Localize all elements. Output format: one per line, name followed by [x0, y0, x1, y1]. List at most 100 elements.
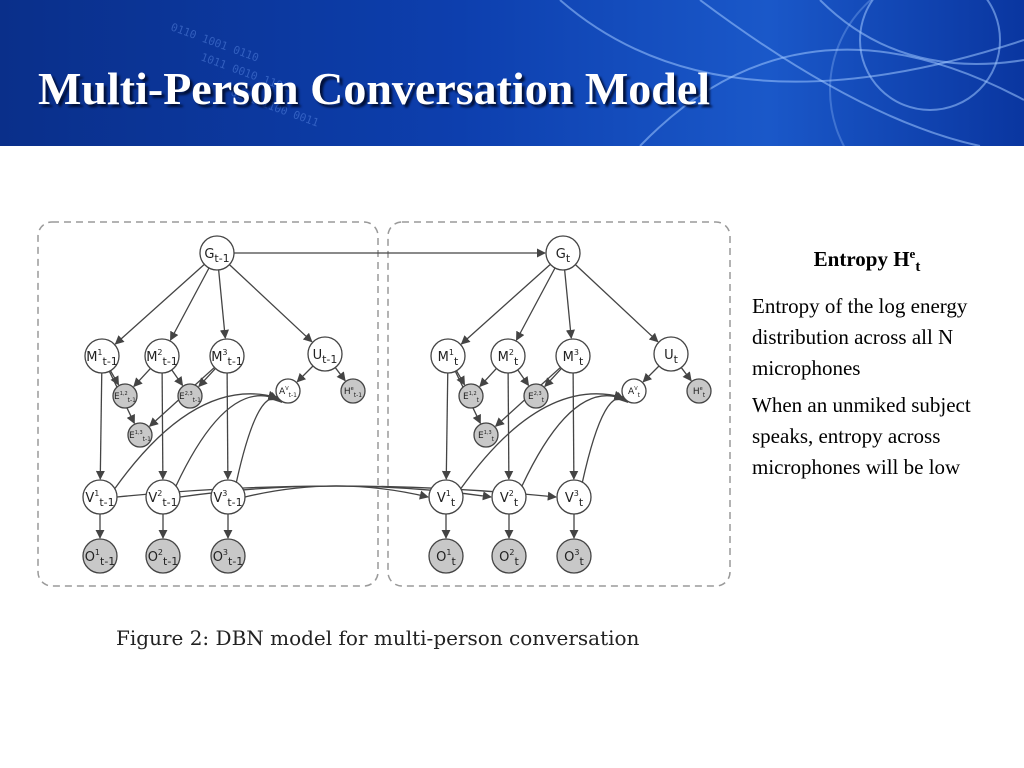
- header-arc: [699, 0, 981, 146]
- header-decoration: 0110 1001 0110 1011 0010 1101 0101 1100 …: [169, 0, 1024, 146]
- node-label: V1t-1: [85, 489, 114, 509]
- node-circle: [428, 479, 464, 515]
- edge: [642, 365, 660, 383]
- node-prev-e12: E1,2t-1: [112, 383, 138, 409]
- node-label: Het: [693, 386, 706, 399]
- node-prev-v1: V1t-1: [82, 479, 118, 515]
- node-curr-e12: E1,2t: [458, 383, 484, 409]
- node-label: V2t-1: [148, 489, 177, 509]
- node-label: O1t-1: [85, 548, 116, 568]
- edge: [569, 372, 579, 480]
- node-label: M2t: [498, 348, 519, 368]
- node-circle: [199, 235, 235, 271]
- edge: [217, 269, 229, 339]
- time-slice-box-prev: [37, 221, 379, 587]
- node-label: E2,3t-1: [179, 391, 201, 404]
- edge: [460, 390, 624, 490]
- edge: [334, 367, 346, 382]
- edge: [515, 267, 556, 341]
- slide-title: Multi-Person Conversation Model: [38, 63, 711, 114]
- edge: [680, 367, 692, 382]
- node-label: AVt: [628, 386, 641, 399]
- edge: [441, 372, 451, 480]
- time-slice-box-curr: [387, 221, 731, 587]
- node-circle: [145, 479, 181, 515]
- node-label: E1,3t: [478, 430, 495, 443]
- node-circle: [275, 378, 301, 404]
- node-label: O3t-1: [213, 548, 244, 568]
- node-prev-o2: O2t-1: [145, 538, 181, 574]
- header-arc: [829, 0, 873, 146]
- node-prev-u: Ut-1: [307, 336, 343, 372]
- edge: [574, 264, 659, 343]
- edge: [517, 369, 530, 387]
- node-label: M2t-1: [146, 348, 178, 368]
- node-label: V3t-1: [213, 489, 242, 509]
- node-curr-a: AVt: [621, 378, 647, 404]
- heading-sub: t: [915, 259, 921, 276]
- header-arc: [639, 48, 1024, 146]
- node-circle: [210, 479, 246, 515]
- node-circle: [555, 338, 591, 374]
- node-circle: [84, 338, 120, 374]
- header-arc: [559, 0, 1024, 83]
- node-prev-e23: E2,3t-1: [177, 383, 203, 409]
- edge: [460, 263, 551, 345]
- edge: [158, 372, 168, 480]
- node-label: O3t: [564, 548, 584, 568]
- node-circle: [127, 422, 153, 448]
- node-curr-o1: O1t: [428, 538, 464, 574]
- node-prev-g: Gt-1: [199, 235, 235, 271]
- node-curr-v2: V2t: [491, 479, 527, 515]
- node-curr-h: Het: [686, 378, 712, 404]
- node-prev-m3: M3t-1: [209, 338, 245, 374]
- edge: [198, 368, 216, 388]
- node-curr-m3: M3t: [555, 338, 591, 374]
- edge: [114, 390, 278, 490]
- node-curr-v1: V1t: [428, 479, 464, 515]
- node-circle: [209, 338, 245, 374]
- node-label: E1,3t-1: [129, 430, 151, 443]
- node-circle: [82, 479, 118, 515]
- node-prev-v2: V2t-1: [145, 479, 181, 515]
- node-prev-h: Het-1: [340, 378, 366, 404]
- node-circle: [307, 336, 343, 372]
- node-circle: [430, 338, 466, 374]
- node-circle: [145, 538, 181, 574]
- sidebar-paragraph: When an unmiked subject speaks, entropy …: [752, 393, 971, 480]
- node-label: V1t: [437, 489, 456, 509]
- edge: [116, 485, 557, 501]
- sidebar-heading: Entropy Het: [752, 238, 982, 283]
- node-circle: [686, 378, 712, 404]
- node-circle: [491, 479, 527, 515]
- node-circle: [473, 422, 499, 448]
- node-circle: [82, 538, 118, 574]
- node-curr-e13: E1,3t: [473, 422, 499, 448]
- edge: [563, 269, 575, 339]
- node-curr-u: Ut: [653, 336, 689, 372]
- edge: [235, 393, 283, 483]
- node-prev-a: AVt-1: [275, 378, 301, 404]
- node-curr-o3: O3t: [556, 538, 592, 574]
- node-circle: [621, 378, 647, 404]
- node-label: V2t: [500, 489, 519, 509]
- node-label: Ut: [664, 348, 679, 366]
- node-curr-m2: M2t: [490, 338, 526, 374]
- node-circle: [340, 378, 366, 404]
- edge: [109, 370, 120, 386]
- node-curr-o2: O2t: [491, 538, 527, 574]
- edge: [479, 368, 497, 388]
- edge: [504, 372, 514, 480]
- header-arc: [819, 0, 1024, 65]
- node-prev-o1: O1t-1: [82, 538, 118, 574]
- node-label: Ut-1: [313, 348, 338, 366]
- node-curr-g: Gt: [545, 235, 581, 271]
- sidebar-paragraph: Entropy of the log energy distribution a…: [752, 294, 968, 381]
- edge: [455, 370, 466, 386]
- edge: [581, 393, 629, 483]
- node-label: AVt-1: [279, 386, 297, 399]
- slide-header: 0110 1001 0110 1011 0010 1101 0101 1100 …: [0, 0, 1024, 146]
- node-label: Gt-1: [204, 247, 229, 265]
- node-label: O1t: [436, 548, 456, 568]
